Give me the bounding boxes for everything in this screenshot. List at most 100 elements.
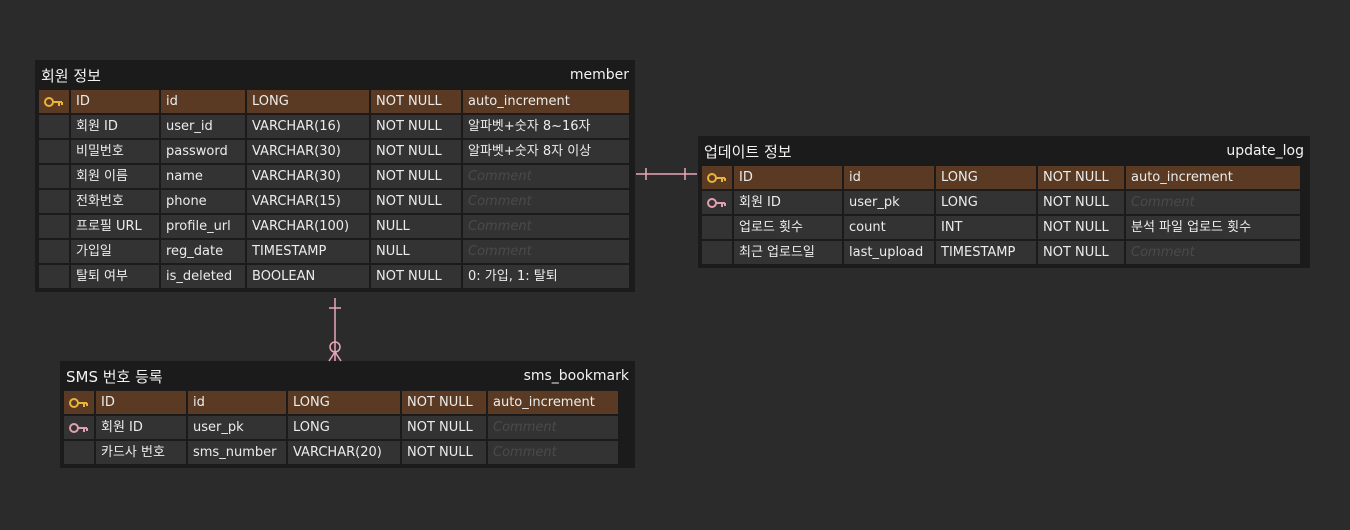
key-cell — [702, 216, 732, 239]
logical-name-cell: 회원 ID — [734, 191, 842, 214]
key-cell — [39, 115, 69, 138]
data-type-cell: LONG — [288, 416, 400, 439]
key-cell — [64, 441, 94, 464]
data-type-cell: TIMESTAMP — [936, 241, 1036, 264]
nullable-cell: NULL — [371, 240, 461, 263]
column-name-cell: reg_date — [161, 240, 245, 263]
comment-cell: 알파벳+숫자 8~16자 — [463, 115, 629, 138]
logical-name-cell: ID — [96, 391, 186, 414]
comment-cell: Comment — [488, 416, 618, 439]
nullable-cell: NOT NULL — [371, 115, 461, 138]
entity-table-name: sms_bookmark — [523, 368, 629, 384]
comment-cell: auto_increment — [1126, 166, 1300, 189]
comment-cell: 분석 파일 업로드 횟수 — [1126, 216, 1300, 239]
data-type-cell: VARCHAR(15) — [247, 190, 369, 213]
data-type-cell: VARCHAR(20) — [288, 441, 400, 464]
data-type-cell: INT — [936, 216, 1036, 239]
key-cell — [39, 215, 69, 238]
entity-title: SMS 번호 등록 — [66, 367, 163, 386]
column-name-cell: count — [844, 216, 934, 239]
nullable-cell: NOT NULL — [1038, 216, 1124, 239]
key-cell — [39, 190, 69, 213]
primary-key-icon — [64, 391, 94, 414]
key-cell — [39, 140, 69, 163]
data-type-cell: VARCHAR(30) — [247, 140, 369, 163]
data-type-cell: VARCHAR(30) — [247, 165, 369, 188]
nullable-cell: NOT NULL — [371, 90, 461, 113]
logical-name-cell: 탈퇴 여부 — [71, 265, 159, 288]
column-name-cell: user_pk — [844, 191, 934, 214]
column-name-cell: name — [161, 165, 245, 188]
primary-key-icon — [702, 166, 732, 189]
logical-name-cell: ID — [734, 166, 842, 189]
nullable-cell: NOT NULL — [402, 441, 486, 464]
foreign-key-icon — [702, 191, 732, 214]
key-cell — [39, 165, 69, 188]
column-name-cell: phone — [161, 190, 245, 213]
logical-name-cell: 프로필 URL — [71, 215, 159, 238]
data-type-cell: LONG — [936, 166, 1036, 189]
data-type-cell: VARCHAR(100) — [247, 215, 369, 238]
entity-table-name: member — [569, 67, 629, 83]
nullable-cell: NOT NULL — [402, 391, 486, 414]
entity-table-name: update_log — [1226, 143, 1304, 159]
logical-name-cell: 최근 업로드일 — [734, 241, 842, 264]
nullable-cell: NOT NULL — [371, 140, 461, 163]
comment-cell: Comment — [463, 190, 629, 213]
column-name-cell: user_id — [161, 115, 245, 138]
logical-name-cell: 비밀번호 — [71, 140, 159, 163]
comment-cell: 알파벳+숫자 8자 이상 — [463, 140, 629, 163]
comment-cell: Comment — [463, 165, 629, 188]
comment-cell: auto_increment — [463, 90, 629, 113]
data-type-cell: LONG — [288, 391, 400, 414]
column-name-cell: id — [188, 391, 286, 414]
logical-name-cell: 전화번호 — [71, 190, 159, 213]
nullable-cell: NOT NULL — [371, 265, 461, 288]
column-name-cell: sms_number — [188, 441, 286, 464]
entity-title: 업데이트 정보 — [704, 142, 792, 161]
relation-member-update-log[interactable] — [636, 168, 697, 180]
column-name-cell: is_deleted — [161, 265, 245, 288]
column-name-cell: password — [161, 140, 245, 163]
logical-name-cell: 회원 ID — [71, 115, 159, 138]
nullable-cell: NULL — [371, 215, 461, 238]
entity-header: SMS 번호 등록 sms_bookmark — [64, 361, 631, 391]
comment-cell: 0: 가입, 1: 탈퇴 — [463, 265, 629, 288]
key-cell — [702, 241, 732, 264]
nullable-cell: NOT NULL — [1038, 241, 1124, 264]
data-type-cell: VARCHAR(16) — [247, 115, 369, 138]
data-type-cell: LONG — [247, 90, 369, 113]
nullable-cell: NOT NULL — [371, 190, 461, 213]
column-name-cell: profile_url — [161, 215, 245, 238]
logical-name-cell: ID — [71, 90, 159, 113]
logical-name-cell: 카드사 번호 — [96, 441, 186, 464]
nullable-cell: NOT NULL — [371, 165, 461, 188]
relation-member-sms-bookmark[interactable] — [328, 298, 342, 362]
data-type-cell: TIMESTAMP — [247, 240, 369, 263]
data-type-cell: BOOLEAN — [247, 265, 369, 288]
logical-name-cell: 가입일 — [71, 240, 159, 263]
foreign-key-icon — [64, 416, 94, 439]
